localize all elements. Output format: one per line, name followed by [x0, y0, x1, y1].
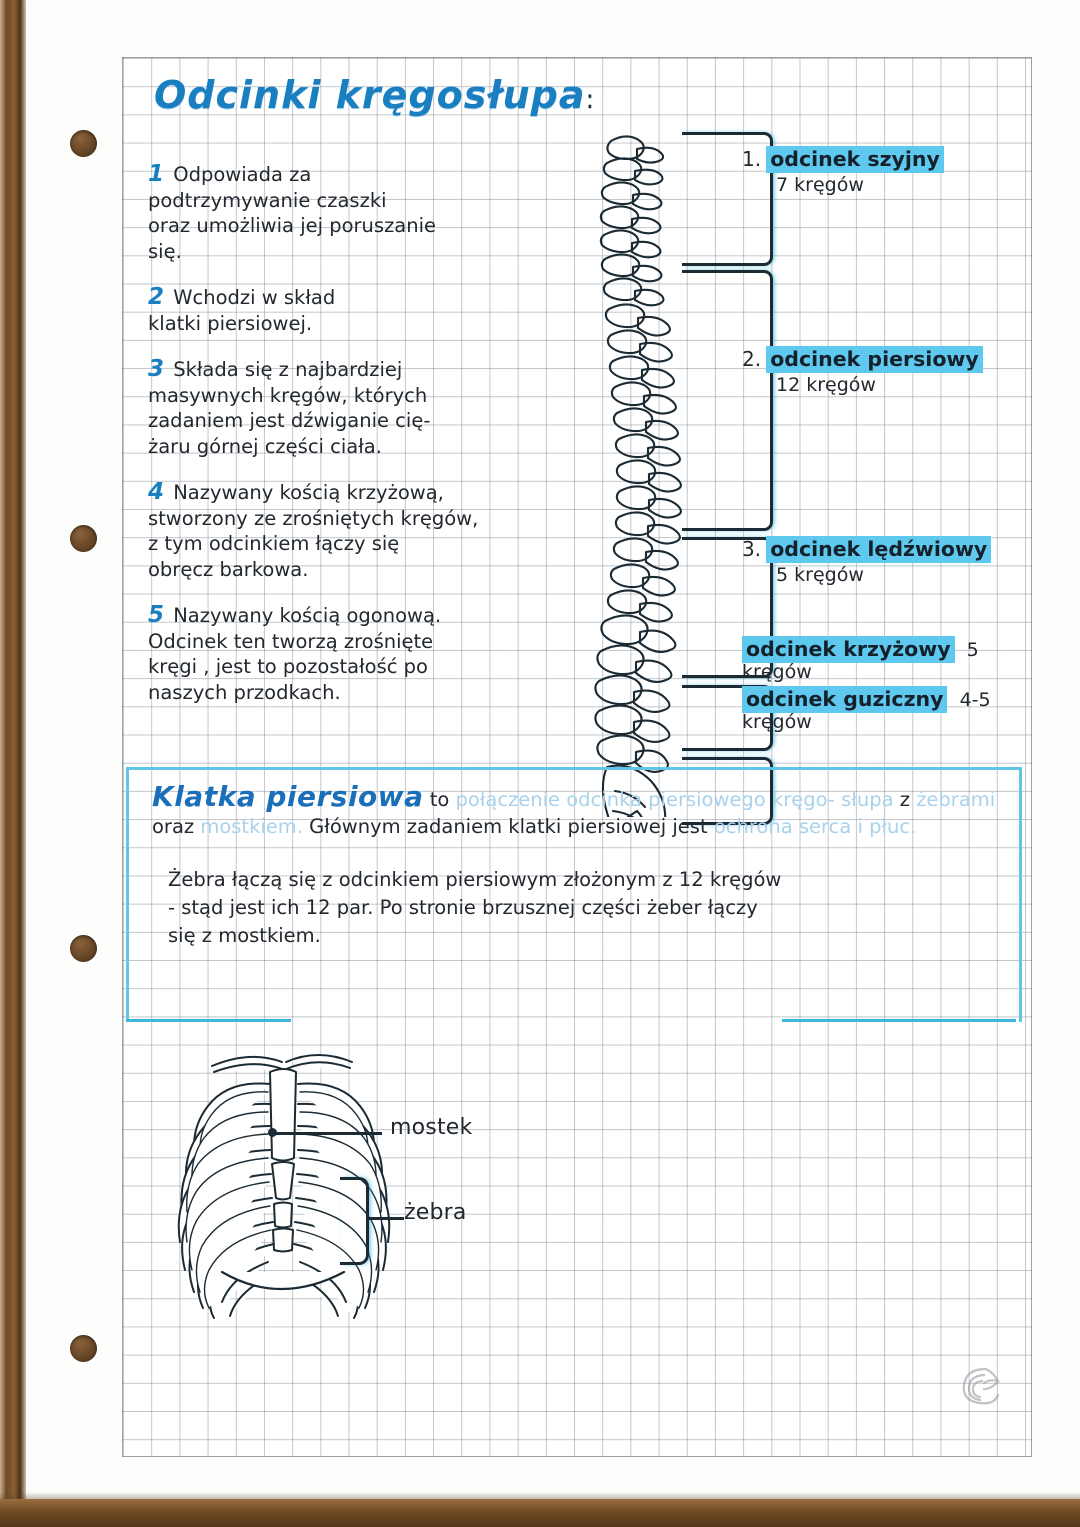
notebook-paper-sheet: Odcinki kręgosłupa: 1 Odpowiada za podtr…: [26, 0, 1080, 1500]
list-item-line: naszych przodkach.: [148, 680, 341, 704]
bracket-thoracic: [682, 270, 773, 531]
spine-label-count: 12 kręgów: [776, 374, 876, 396]
notes-content: Odcinki kręgosłupa: 1 Odpowiada za podtr…: [122, 57, 1030, 1455]
thorax-heading: Klatka piersiowa: [152, 780, 424, 813]
spine-diagram: [577, 127, 717, 861]
list-item-line: Składa się z najbardziej: [173, 358, 403, 381]
list-item-line: stworzony ze zrośniętych kręgów,: [148, 506, 479, 530]
sternum-leader-line: [272, 1132, 382, 1135]
thorax-paragraph-2: Żebra łączą się z odcinkiem piersiowym z…: [152, 866, 997, 950]
list-item-number: 3: [148, 356, 165, 382]
thorax-text-faded: ochrona serca i płuc.: [713, 815, 917, 838]
list-item-number: 5: [148, 602, 165, 628]
spine-label-index: 1.: [742, 147, 762, 171]
paper-watermark-logo: [950, 1357, 1006, 1413]
spine-label-sacral: odcinek krzyżowy 5 kręgów: [742, 636, 1042, 683]
spine-label-lumbar: 3. odcinek lędźwiowy 5 kręgów: [742, 536, 1042, 586]
list-item-line: Odpowiada za: [173, 163, 312, 186]
desk-shadow: [0, 1492, 1080, 1499]
thorax-text: to: [429, 788, 456, 811]
list-item-number: 4: [148, 479, 165, 505]
numbered-notes-list: 1 Odpowiada za podtrzymywanie czaszki or…: [148, 161, 568, 725]
list-item-number: 2: [148, 284, 165, 310]
wooden-desk-edge-bottom: [0, 1499, 1080, 1527]
list-item-line: klatki piersiowej.: [148, 311, 313, 335]
list-item-line: oraz umożliwia jej poruszanie: [148, 214, 437, 237]
list-item-line: obręcz barkowa.: [148, 557, 309, 581]
list-item: 4 Nazywany kością krzyżową, stworzony ze…: [148, 479, 568, 582]
ribs-leader-line: [366, 1217, 404, 1220]
spine-label-index: 2.: [742, 347, 762, 371]
spine-illustration-svg: [594, 135, 682, 861]
list-item-line: kręgi , jest to pozostałość po: [148, 655, 428, 678]
thorax-text: Głównym zadaniem klatki piersiowej: [302, 815, 667, 838]
page-title: Odcinki kręgosłupa:: [154, 73, 595, 117]
bracket-cervical: [682, 132, 773, 266]
list-item: 3 Składa się z najbardziej masywnych krę…: [148, 356, 568, 459]
list-item-line: Nazywany kością ogonową.: [173, 604, 442, 627]
ribcage-diagram: [152, 1032, 412, 1322]
spine-label-name: odcinek lędźwiowy: [766, 536, 992, 563]
spine-label-index: 3.: [742, 537, 762, 561]
list-item-line: się.: [148, 239, 182, 263]
list-item-line: podtrzymywanie czaszki: [148, 188, 387, 212]
thorax-box-bottom-right-border: [782, 1019, 1016, 1022]
thorax-definition-box: [126, 767, 1022, 1022]
punch-hole: [70, 1335, 97, 1362]
spine-label-name: odcinek krzyżowy: [742, 636, 955, 663]
thorax-text: oraz: [152, 815, 201, 838]
page-title-colon: :: [585, 85, 596, 115]
list-item: 1 Odpowiada za podtrzymywanie czaszki or…: [148, 161, 568, 264]
spine-label-count: 5 kręgów: [742, 639, 979, 683]
list-item: 2 Wchodzi w skład klatki piersiowej.: [148, 284, 568, 336]
thorax-text-faded: słupa: [841, 788, 894, 811]
bracket-lumbar: [682, 537, 773, 678]
punch-hole: [70, 130, 97, 157]
spine-section-brackets: [682, 132, 807, 825]
page-title-text: Odcinki kręgosłupa: [154, 73, 586, 117]
spine-label-name: odcinek piersiowy: [766, 346, 983, 373]
bracket-coccygeal: [682, 757, 773, 825]
wooden-desk-edge-left: [0, 0, 26, 1527]
list-item-line: Nazywany kością krzyżową,: [173, 481, 444, 504]
spine-label-count: 5 kręgów: [776, 564, 864, 586]
spine-label-cervical: 1. odcinek szyjny 7 kręgów: [742, 146, 1042, 196]
thorax-definition-text: Klatka piersiowa to połączenie odcinka p…: [152, 783, 997, 950]
list-item-line: zadaniem jest dźwiganie cię-: [148, 409, 431, 432]
list-item-line: Wchodzi w skład: [173, 286, 336, 309]
sternum-label: mostek: [390, 1115, 473, 1140]
ribcage-illustration-svg: [177, 1054, 391, 1319]
thorax-text-faded: mostkiem.: [200, 815, 303, 838]
thorax-text: z: [893, 788, 917, 811]
thorax-box-bottom-left-border: [126, 1019, 291, 1022]
list-item-line: Odcinek ten tworzą zrośnięte: [148, 629, 434, 653]
list-item-line: z tym odcinkiem łączy się: [148, 532, 400, 555]
thorax-paragraph-line: się z mostkiem.: [168, 924, 321, 947]
bracket-sacral: [682, 685, 773, 751]
spine-label-count: 4-5 kręgów: [742, 689, 991, 733]
thorax-paragraph-1: Klatka piersiowa to połączenie odcinka p…: [152, 783, 997, 840]
thorax-paragraph-line: - stąd jest ich 12 par. Po stronie brzus…: [168, 896, 758, 919]
spine-label-coccygeal: odcinek guziczny 4-5 kręgów: [742, 686, 1042, 733]
thorax-text: jest: [672, 815, 714, 838]
punch-hole: [70, 935, 97, 962]
thorax-text-faded: żebrami: [916, 788, 996, 811]
spine-label-name: odcinek guziczny: [742, 686, 948, 713]
spine-label-thoracic: 2. odcinek piersiowy 12 kręgów: [742, 346, 1042, 396]
watermark-svg: [962, 1367, 1001, 1405]
list-item: 5 Nazywany kością ogonową. Odcinek ten t…: [148, 602, 568, 705]
list-item-number: 1: [148, 161, 165, 187]
list-item-line: żaru górnej części ciała.: [148, 434, 382, 458]
spine-label-name: odcinek szyjny: [766, 146, 944, 173]
ribs-bracket: [340, 1177, 369, 1265]
punch-hole: [70, 525, 97, 552]
thorax-paragraph-line: Żebra łączą się z odcinkiem piersiowym z…: [168, 868, 782, 891]
ribs-label: żebra: [404, 1200, 467, 1225]
spine-label-count: 7 kręgów: [776, 174, 864, 196]
thorax-text-faded: połączenie odcinka piersiowego kręgo-: [455, 788, 835, 811]
list-item-line: masywnych kręgów, których: [148, 383, 428, 407]
